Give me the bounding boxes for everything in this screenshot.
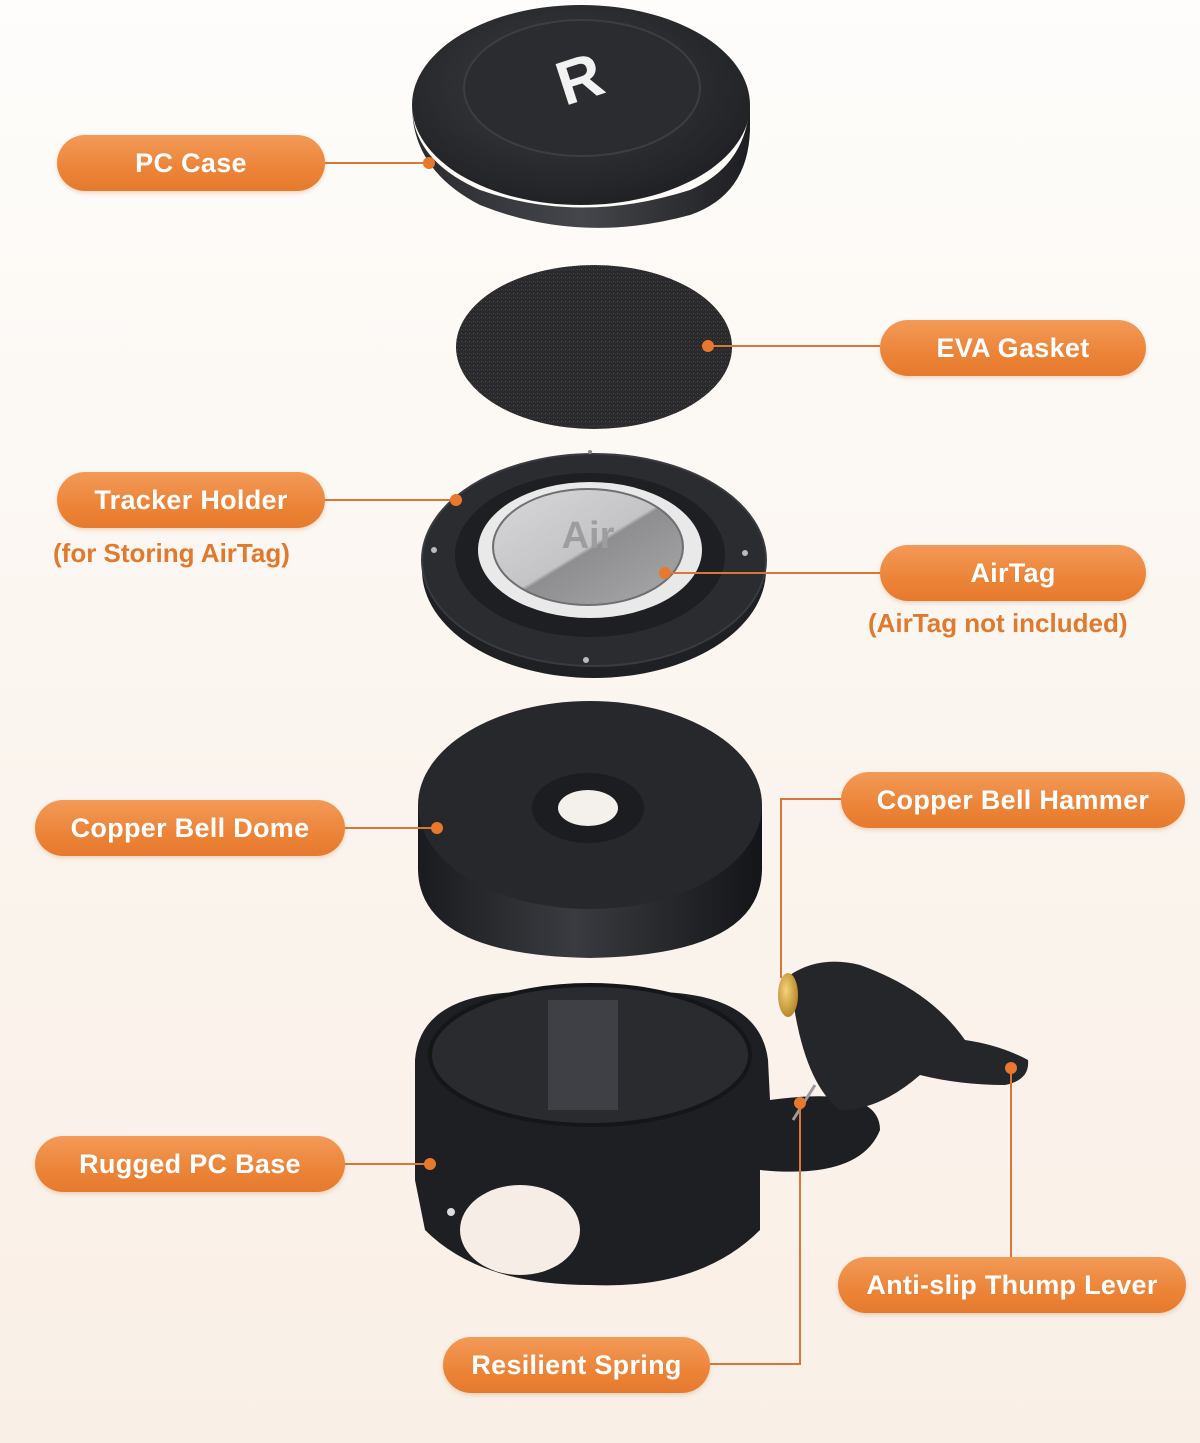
rugged-pc-base-part: [415, 983, 880, 1286]
copper-bell-hammer-label-text: Copper Bell Hammer: [876, 784, 1150, 815]
airtag-note: (AirTag not included): [868, 608, 1128, 638]
eva-gasket-marker: [702, 340, 714, 352]
copper-bell-hammer-leader-v: [780, 798, 782, 978]
pc-case-label: PC Case: [57, 135, 325, 191]
rugged-pc-base-leader: [345, 1163, 430, 1165]
copper-bell-hammer-leader-h: [780, 798, 842, 800]
eva-gasket-leader: [708, 345, 880, 347]
thump-lever-part: [778, 961, 1029, 1121]
tracker-holder-part: Air: [421, 450, 767, 678]
airtag-marker: [659, 567, 671, 579]
pc-case-leader: [325, 162, 430, 164]
eva-gasket-label: EVA Gasket: [880, 320, 1146, 376]
resilient-spring-marker: [794, 1097, 806, 1109]
airtag-leader: [665, 572, 880, 574]
resilient-spring-label-text: Resilient Spring: [471, 1349, 682, 1380]
eva-gasket-part: [456, 265, 732, 429]
copper-bell-dome-part: [418, 701, 762, 958]
tracker-holder-label: Tracker Holder: [57, 472, 325, 528]
thump-lever-leader: [1010, 1068, 1012, 1258]
resilient-spring-label: Resilient Spring: [443, 1337, 710, 1393]
airtag-engraving: Air: [562, 515, 615, 557]
copper-bell-dome-label-text: Copper Bell Dome: [70, 812, 310, 843]
rugged-pc-base-label-text: Rugged PC Base: [79, 1148, 301, 1179]
copper-bell-hammer-label: Copper Bell Hammer: [841, 772, 1185, 828]
resilient-spring-leader-h: [710, 1363, 801, 1365]
tracker-holder-note: (for Storing AirTag): [53, 538, 290, 568]
anti-slip-thump-lever-label-text: Anti-slip Thump Lever: [866, 1269, 1158, 1300]
rugged-pc-base-label: Rugged PC Base: [35, 1136, 345, 1192]
pc-case-label-text: PC Case: [135, 147, 247, 178]
anti-slip-thump-lever-label: Anti-slip Thump Lever: [838, 1257, 1186, 1313]
tracker-holder-marker: [450, 494, 462, 506]
copper-bell-dome-leader: [345, 827, 437, 829]
copper-bell-dome-marker: [431, 822, 443, 834]
resilient-spring-leader-v: [799, 1103, 801, 1365]
tracker-holder-leader: [325, 499, 455, 501]
rugged-pc-base-marker: [424, 1158, 436, 1170]
thump-lever-marker: [1005, 1062, 1017, 1074]
eva-gasket-label-text: EVA Gasket: [936, 332, 1090, 363]
pc-case-part: R: [412, 5, 750, 228]
airtag-label-text: AirTag: [970, 557, 1056, 588]
pc-case-marker: [423, 157, 435, 169]
copper-bell-dome-label: Copper Bell Dome: [35, 800, 345, 856]
tracker-holder-label-text: Tracker Holder: [94, 484, 288, 515]
airtag-label: AirTag: [880, 545, 1146, 601]
